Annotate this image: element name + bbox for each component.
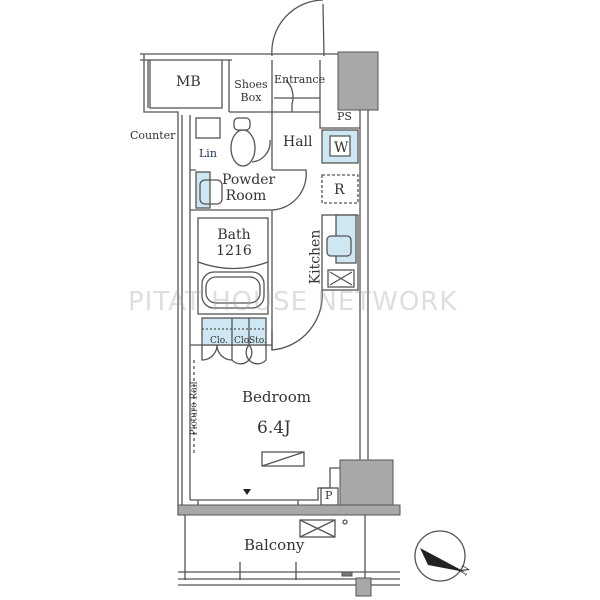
right-wall [359, 110, 369, 460]
left-wall [181, 115, 191, 505]
label-bedroom-size: 6.4J [257, 418, 291, 438]
compass-needle [420, 548, 465, 572]
wall-column-top [337, 51, 379, 111]
stove [327, 269, 355, 288]
label-shoes-box: Shoes Box [233, 79, 269, 103]
fridge-space [321, 174, 359, 204]
label-linen: Lin [199, 147, 217, 160]
label-powder-room: Powder Room [222, 172, 276, 204]
watermark: PITAT HOUSE NETWORK [128, 287, 458, 317]
label-closet-1: Clo. [210, 336, 228, 346]
top-wall [140, 53, 340, 61]
label-powder: Powder [222, 172, 276, 188]
label-bedroom: Bedroom [242, 388, 311, 406]
label-ps: PS [337, 110, 352, 123]
mb-closet [149, 59, 223, 109]
label-bath: Bath 1216 [212, 228, 256, 258]
wall-column-bottom [339, 459, 394, 506]
label-mb: MB [176, 74, 201, 90]
label-kitchen: Kitchen [307, 229, 324, 285]
label-closet-2: Clo. [234, 336, 252, 346]
label-storage-text: Sto. [249, 336, 267, 346]
entrance-door [271, 0, 325, 57]
label-box: Box [240, 91, 262, 104]
compass-circle [414, 530, 466, 582]
bedroom-door [271, 289, 323, 351]
balcony-wall [177, 504, 401, 516]
label-bath-name: Bath [217, 227, 251, 243]
label-picture-rail: Picture Rail [189, 381, 200, 436]
label-washer: W [334, 140, 349, 156]
hall-door [271, 169, 307, 211]
label-pipe: P [325, 489, 333, 502]
label-shoes: Shoes [234, 78, 268, 91]
label-balcony: Balcony [244, 536, 305, 554]
label-refrigerator: R [334, 182, 345, 198]
label-entrance: Entrance [274, 73, 326, 86]
label-room: Room [225, 188, 267, 204]
air-conditioner [261, 451, 305, 467]
window-marker [243, 489, 251, 495]
label-hall: Hall [283, 134, 313, 150]
label-counter: Counter [130, 129, 176, 142]
label-bath-size: 1216 [216, 243, 252, 259]
